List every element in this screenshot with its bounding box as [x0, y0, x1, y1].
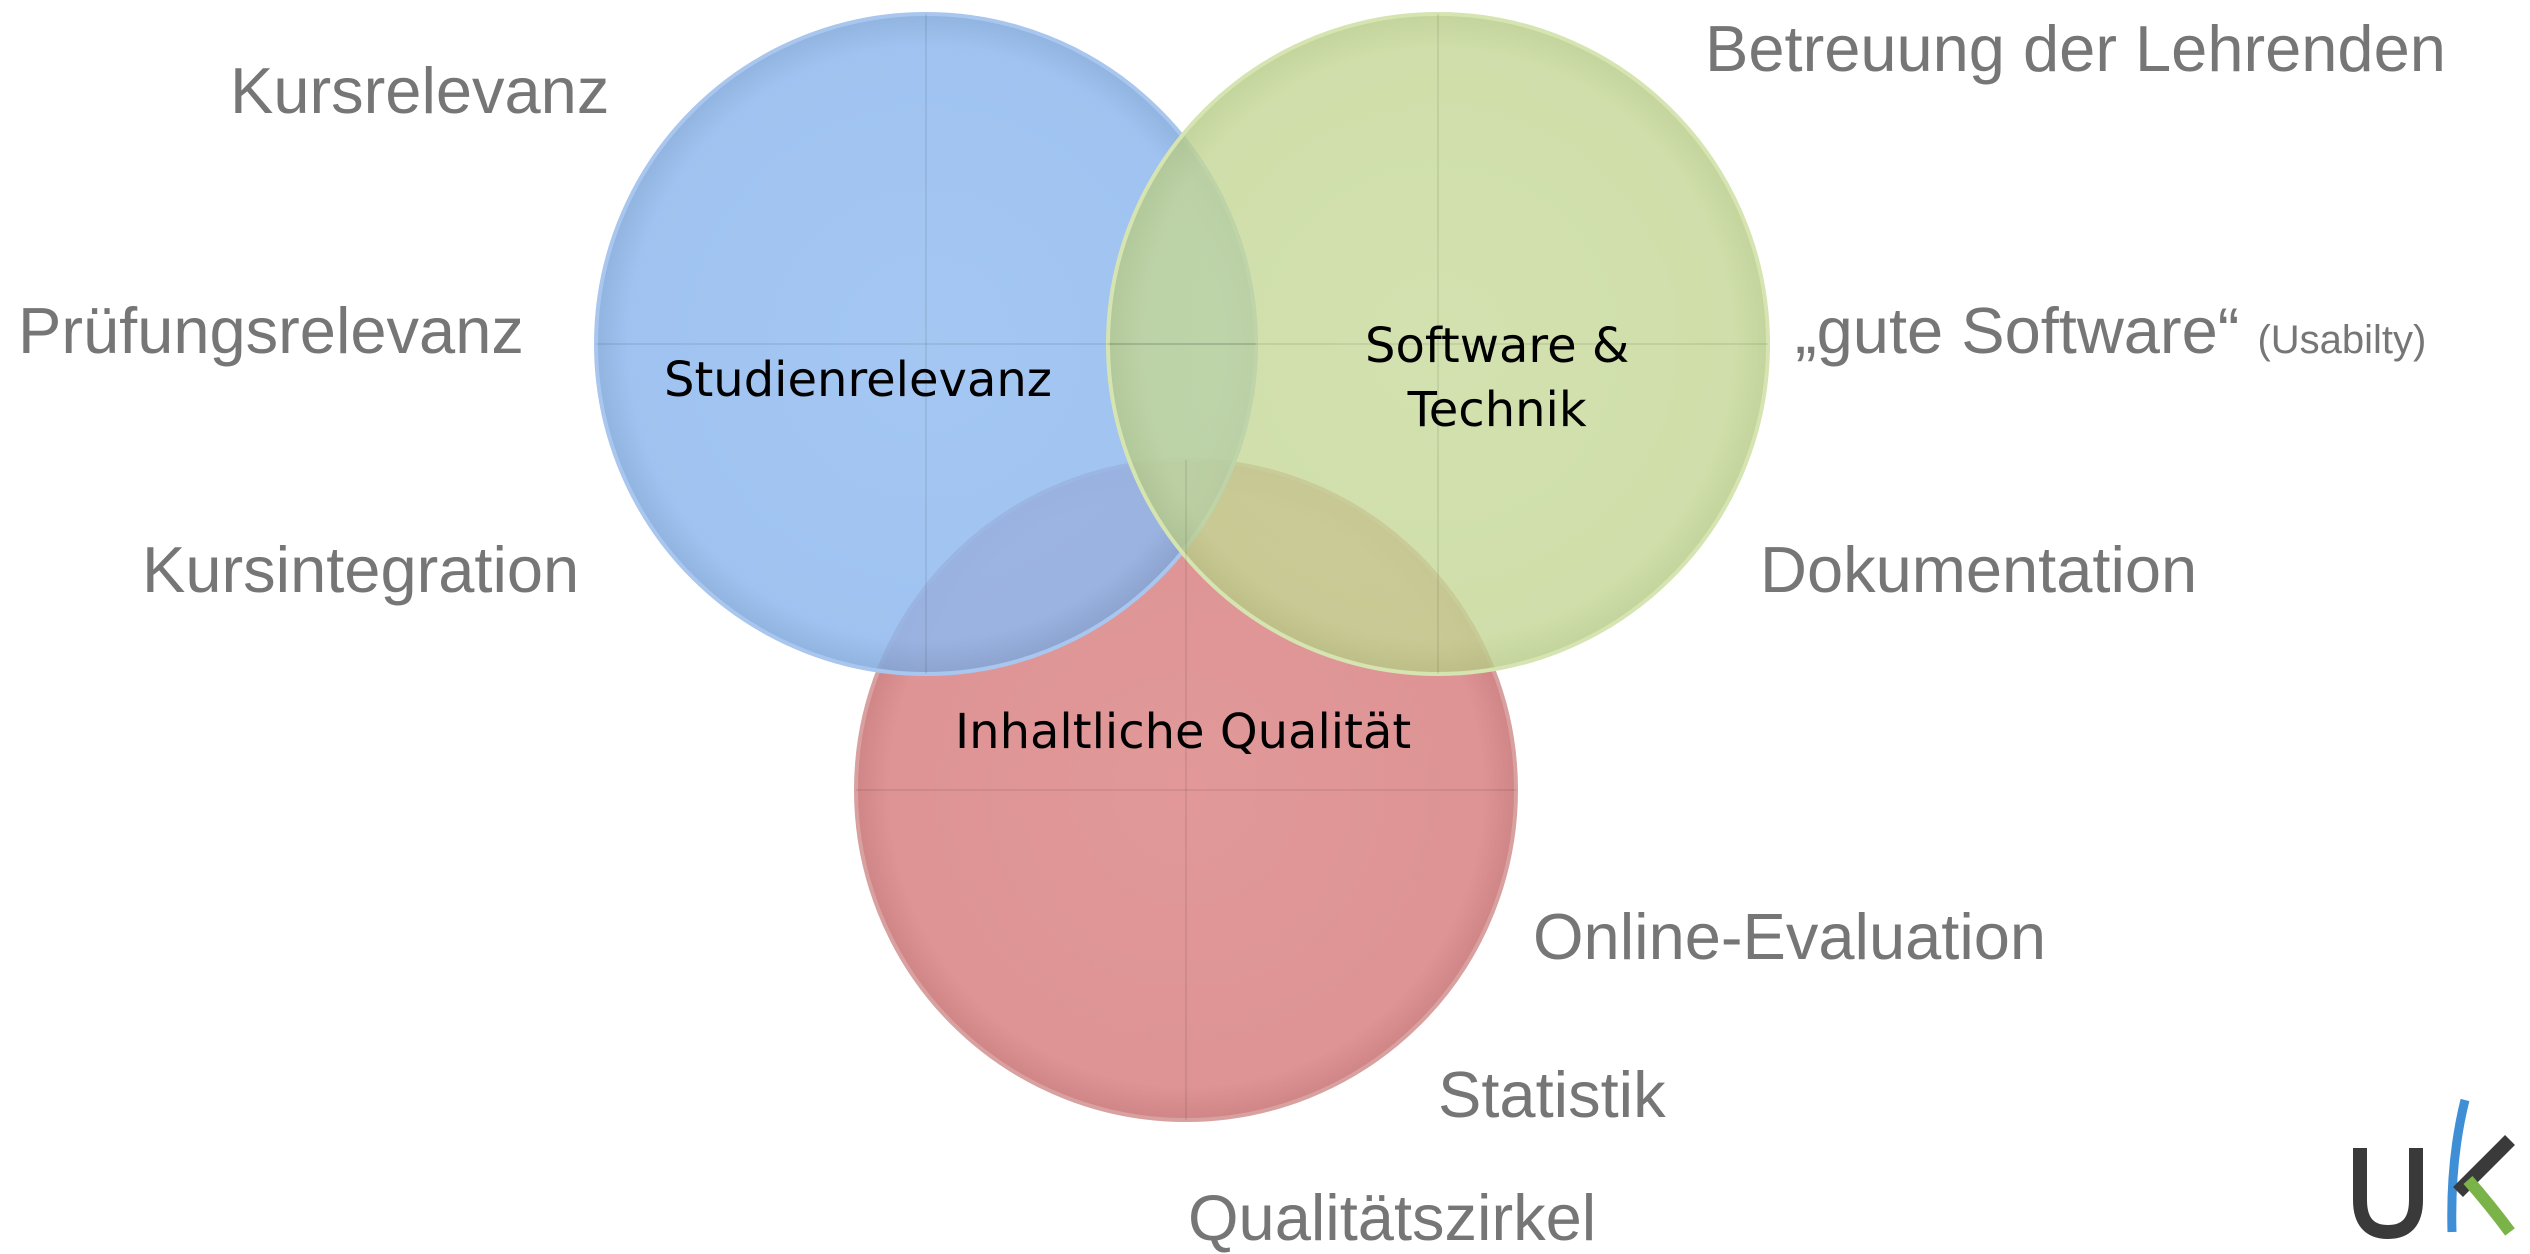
label-dokumentation: Dokumentation	[1760, 533, 2198, 606]
label-gute-software: „gute Software“ (Usabilty)	[1795, 298, 2426, 363]
gute-software-text: „gute Software“	[1795, 294, 2240, 367]
crosshair-lines	[596, 14, 1768, 1120]
studienrelevanz-label: Studienrelevanz	[664, 352, 1052, 408]
label-statistik: Statistik	[1438, 1058, 1666, 1131]
label-online-evaluation: Online-Evaluation	[1533, 900, 2047, 973]
label-pruefungsrelevanz: Prüfungsrelevanz	[18, 294, 524, 367]
uk-logo-icon	[2353, 1098, 2515, 1240]
software-technik-label: Software & Technik	[1365, 314, 1629, 442]
circle-software-technik	[1106, 12, 1770, 676]
label-kursintegration: Kursintegration	[142, 533, 580, 606]
software-technik-label-line1: Software &	[1365, 318, 1630, 374]
software-technik-label-line2: Technik	[1407, 382, 1587, 438]
label-kursrelevanz: Kursrelevanz	[230, 54, 610, 127]
label-betreuung-der-lehrenden: Betreuung der Lehrenden	[1705, 12, 2446, 85]
label-qualitaetszirkel: Qualitätszirkel	[1188, 1181, 1597, 1254]
inhaltliche-qualitaet-label: Inhaltliche Qualität	[955, 704, 1412, 760]
usability-note: (Usabilty)	[2257, 318, 2427, 362]
